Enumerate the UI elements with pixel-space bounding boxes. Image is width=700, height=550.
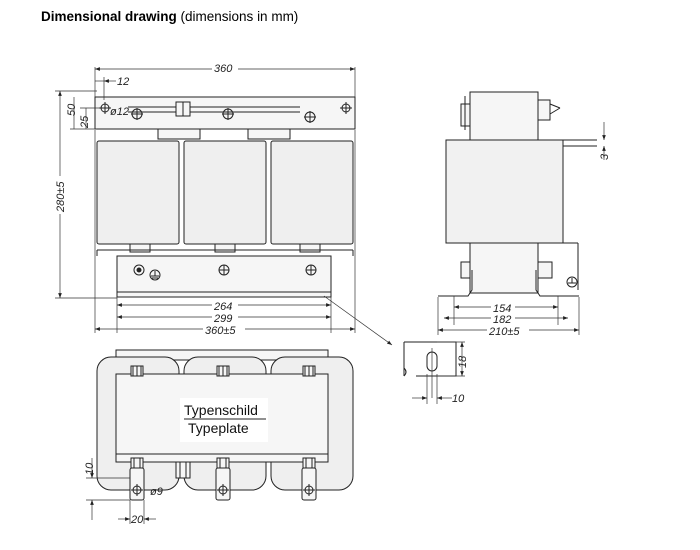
dim-360-top: 360	[214, 63, 233, 75]
dim-3: 3	[599, 153, 611, 160]
terminal-icon	[130, 365, 316, 377]
dim-12: 12	[117, 76, 129, 88]
front-coil-1	[96, 140, 180, 245]
page-heading: Dimensional drawing (dimensions in mm)	[41, 9, 298, 24]
dim-hole-12: ø12	[110, 106, 129, 118]
dim-210: 210±5	[488, 326, 520, 338]
side-bottom-clamp	[469, 242, 539, 294]
detail-view: 18 10	[403, 341, 469, 405]
dim-20: 20	[130, 514, 144, 526]
side-ground-icon	[566, 276, 578, 288]
dim-182: 182	[493, 314, 511, 326]
typeplate-line-2: Typeplate	[188, 420, 249, 436]
dim-10-detail: 10	[452, 393, 465, 405]
front-view: 360 12 ø12 280±5 50 25 264 299 360±5	[54, 62, 393, 346]
top-view: Typenschild Typeplate 10 ø9 20	[84, 349, 354, 526]
typeplate	[180, 398, 268, 442]
heading-note: (dimensions in mm)	[176, 9, 299, 24]
front-bolt-icon	[99, 102, 352, 123]
dim-10-top: 10	[84, 462, 96, 475]
dim-299: 299	[213, 313, 232, 325]
side-top-clamp	[469, 91, 539, 141]
dim-360-bottom: 360±5	[205, 325, 236, 337]
front-bottom-bolt-icon	[133, 264, 317, 281]
ground-icon	[149, 269, 161, 281]
dim-154: 154	[493, 303, 511, 315]
front-top-tab-2	[247, 128, 291, 140]
dim-25: 25	[79, 115, 91, 129]
front-top-tab-1	[157, 128, 201, 140]
dim-50: 50	[66, 103, 78, 116]
side-coil	[445, 139, 564, 244]
dim-280: 280±5	[55, 181, 67, 213]
front-coil-3	[270, 140, 354, 245]
front-coil-2	[183, 140, 267, 245]
front-top-clamp	[94, 96, 356, 130]
dim-264: 264	[213, 301, 232, 313]
heading-bold: Dimensional drawing	[41, 9, 177, 24]
mount-hole-icon	[131, 484, 315, 496]
typeplate-line-1: Typenschild	[184, 402, 258, 418]
side-view: 3 154 182 210±5	[437, 91, 611, 338]
dim-hole-9: ø9	[150, 486, 163, 498]
dim-18: 18	[457, 355, 469, 368]
